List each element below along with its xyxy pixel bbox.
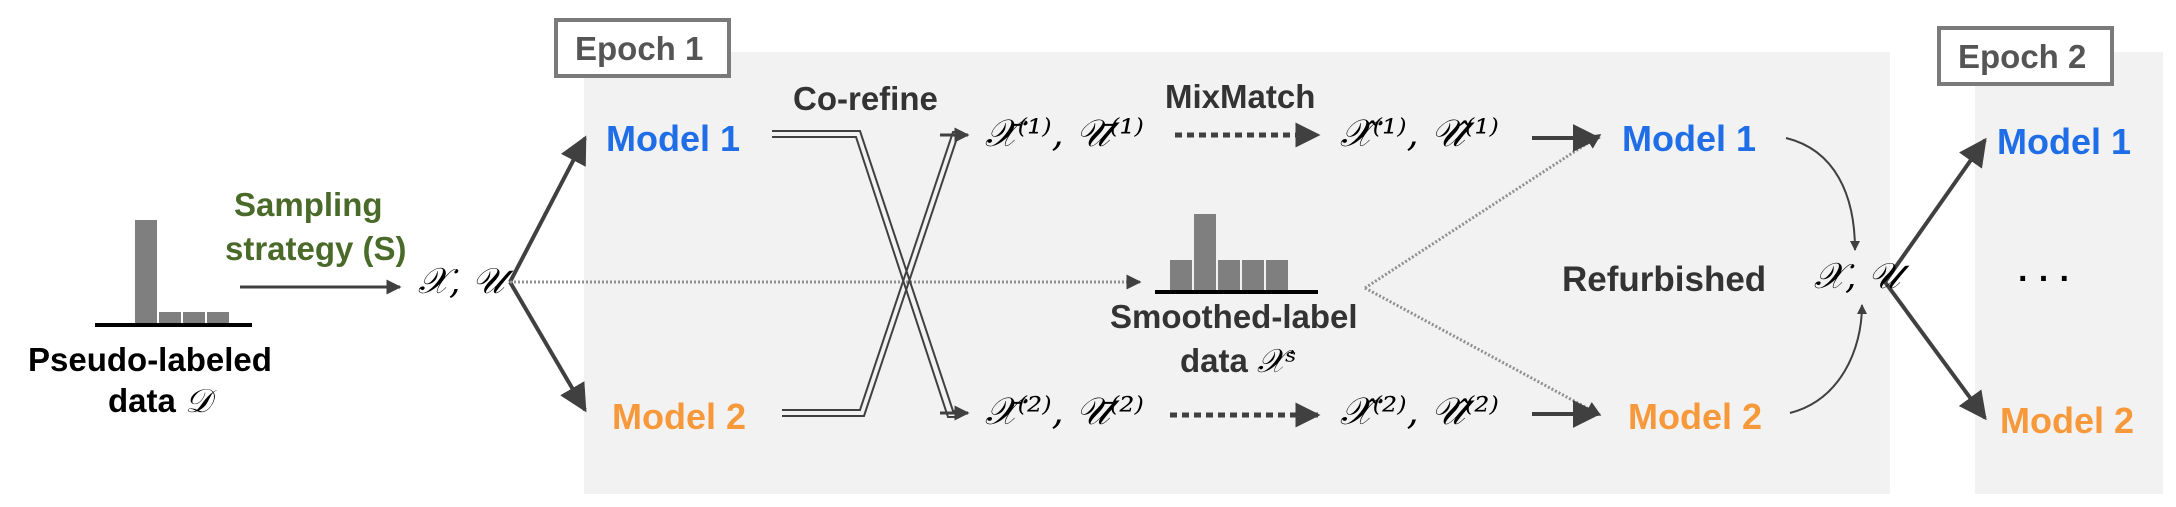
input-label-line2: data 𝒟 — [108, 384, 211, 417]
split-symbol-right: 𝒳, 𝒰 — [1814, 256, 1901, 297]
x1-bar-symbol: 𝒳̄⁽¹⁾, 𝒰̄⁽¹⁾ — [985, 111, 1144, 155]
smoothed-symbol: 𝒳ˢ — [1257, 341, 1297, 380]
sampling-label-line2: strategy (S) — [225, 230, 407, 267]
epoch2-ellipsis: · · · — [2018, 260, 2071, 298]
epoch1-box — [554, 18, 731, 78]
smoothed-histogram — [1155, 214, 1318, 294]
model2-right: Model 2 — [1628, 396, 1763, 437]
pseudo-labeled-histogram — [95, 220, 252, 327]
hist-bar — [1218, 260, 1240, 290]
hist-bar — [1242, 260, 1264, 290]
model2-to-refurbished-arrow — [1789, 304, 1867, 414]
model2-left: Model 2 — [612, 396, 747, 437]
input-symbol: 𝒟 — [185, 381, 212, 420]
input-label-data: data — [108, 382, 176, 419]
split-symbol-left: 𝒳, 𝒰 — [418, 261, 505, 302]
model1-right: Model 1 — [1622, 118, 1757, 159]
model1-to-refurbished-arrow — [1785, 137, 1860, 251]
smoothed-label-line2: data 𝒳ˢ — [1180, 344, 1297, 377]
hist-bar — [159, 312, 181, 323]
input-label-line1: Pseudo-labeled — [28, 341, 272, 378]
arrow-to-model1 — [508, 135, 587, 283]
x1-hat-symbol: 𝒳̂⁽¹⁾, 𝒰̂⁽¹⁾ — [1340, 111, 1499, 155]
mixmatch-label: MixMatch — [1165, 78, 1316, 115]
smoothed-label-data: data — [1180, 342, 1248, 379]
epoch2-label: Epoch 2 — [1958, 38, 2087, 75]
hist-bar — [135, 220, 157, 323]
model1-left: Model 1 — [606, 118, 741, 159]
hist-bar — [1194, 214, 1216, 290]
dotted-smoothed-to-model1 — [1364, 133, 1602, 290]
epoch1-label: Epoch 1 — [575, 30, 704, 67]
hist-bar — [207, 312, 229, 323]
dotted-smoothed-to-model2 — [1364, 286, 1602, 417]
epoch2-model1: Model 1 — [1997, 121, 2132, 162]
x2-bar-symbol: 𝒳̄⁽²⁾, 𝒰̄⁽²⁾ — [985, 389, 1144, 433]
hist-bar — [1170, 260, 1192, 290]
arrow-to-epoch2-model1 — [1883, 137, 1987, 284]
refurbished-label: Refurbished — [1562, 260, 1767, 299]
arrow-to-model2 — [508, 280, 587, 413]
arrow-to-epoch2-model2 — [1883, 280, 1987, 421]
hist-bar — [183, 312, 205, 323]
epoch2-box — [1937, 26, 2114, 86]
epoch2-model2: Model 2 — [2000, 400, 2135, 441]
x2-hat-symbol: 𝒳̂⁽²⁾, 𝒰̂⁽²⁾ — [1340, 389, 1499, 433]
sampling-label-line1: Sampling — [234, 186, 383, 223]
smoothed-label-line1: Smoothed-label — [1110, 298, 1358, 335]
epoch2-panel — [1975, 52, 2163, 494]
hist-bar — [1266, 260, 1288, 290]
corefine-label: Co-refine — [793, 80, 938, 117]
